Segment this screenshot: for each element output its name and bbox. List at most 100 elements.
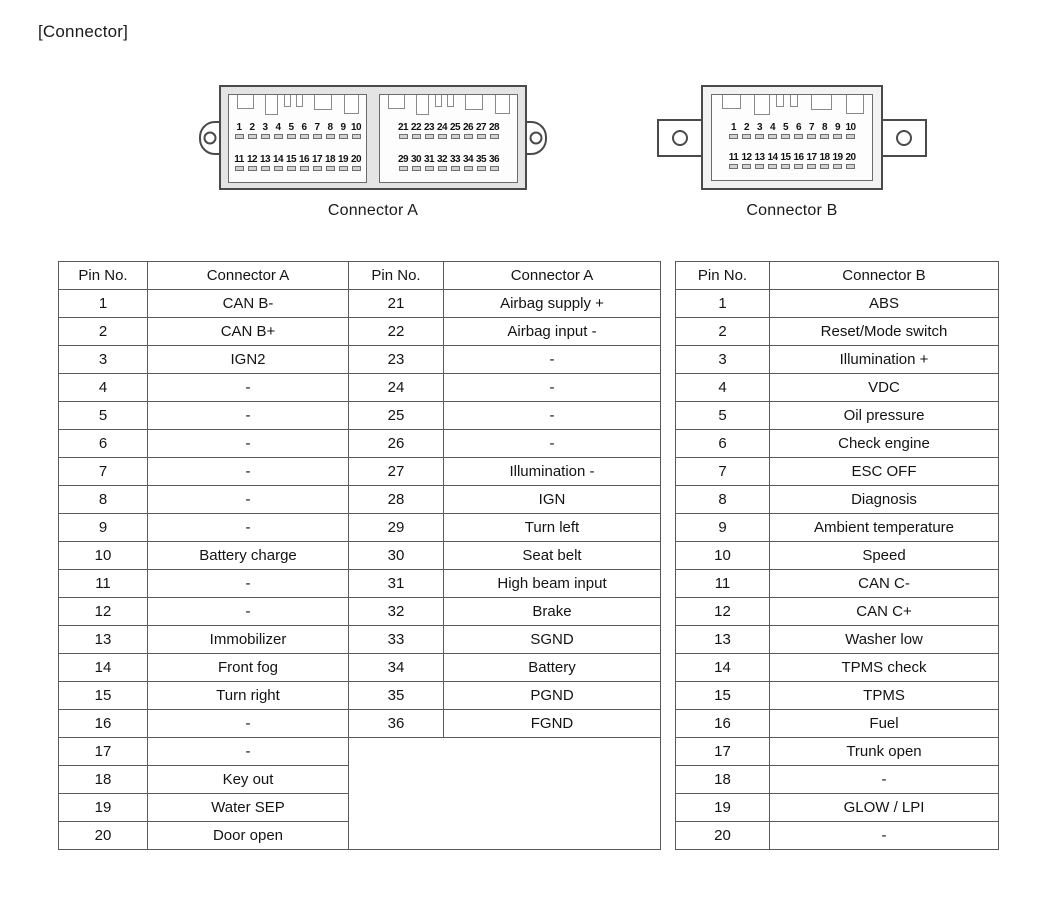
pin-number-label: 21	[397, 122, 409, 134]
pin-terminal-slot	[234, 165, 244, 171]
cell-pin-number: 4	[675, 373, 770, 402]
table-row: 6-26-	[58, 429, 661, 458]
cell-signal-name: Immobilizer	[147, 625, 349, 654]
cell-pin-number: 30	[348, 541, 444, 570]
pin-number-label: 28	[488, 122, 500, 134]
pin-cell: 14	[272, 154, 285, 171]
pin-number-label: 1	[730, 121, 737, 133]
pin-cell: 32	[436, 154, 449, 171]
cell-pin-number: 13	[675, 625, 770, 654]
pin-terminal-slot	[755, 133, 764, 139]
cell-signal-name: Front fog	[147, 653, 349, 682]
cell-signal-name: -	[147, 737, 349, 766]
cell-pin-number: 5	[58, 401, 148, 430]
housing-notch-icon	[776, 95, 784, 107]
cell-signal-name: IGN	[443, 485, 661, 514]
pin-number-label: 34	[462, 153, 474, 165]
pin-terminal-slot	[247, 165, 257, 171]
pin-cell: 24	[436, 122, 449, 140]
cell-signal-name: -	[443, 373, 661, 402]
cell-pin-number: 35	[348, 681, 444, 710]
housing-notch-icon	[464, 95, 483, 110]
pin-cell: 4	[766, 122, 779, 139]
cell-signal-name: CAN C+	[769, 597, 999, 626]
cell-signal-name: Reset/Mode switch	[769, 317, 999, 346]
pin-number-label: 17	[806, 152, 817, 164]
pin-number-label: 31	[423, 153, 435, 165]
pin-terminal-slot	[807, 133, 816, 139]
cell-pin-number: 10	[675, 541, 770, 570]
pin-number-label: 11	[728, 152, 739, 164]
pin-number-label: 4	[769, 121, 776, 133]
cell-pin-number: 12	[675, 597, 770, 626]
cell-signal-name: Illumination +	[769, 345, 999, 374]
pin-number-label: 36	[488, 153, 500, 165]
pin-cell: 14	[766, 152, 779, 170]
table-a-header: Pin No. Connector A Pin No. Connector A	[58, 261, 661, 290]
pin-terminal-slot	[437, 165, 447, 171]
pin-number-label: 12	[246, 153, 258, 165]
cell-signal-name: -	[443, 429, 661, 458]
cell-pin-number: 13	[58, 625, 148, 654]
pin-terminal-slot	[833, 133, 842, 139]
pin-cell: 5	[285, 122, 298, 140]
cell-signal-name: Key out	[147, 765, 349, 794]
housing-notch-icon	[753, 95, 770, 115]
cell-signal-name: -	[443, 345, 661, 374]
mounting-tab-right-icon	[881, 118, 927, 157]
cell-signal-name: ESC OFF	[769, 457, 999, 486]
pin-cell: 1	[233, 122, 246, 140]
pin-terminal-slot	[411, 134, 421, 140]
pin-terminal-slot	[325, 134, 335, 140]
pin-cell: 3	[753, 122, 766, 139]
cell-pin-number: 34	[348, 653, 444, 682]
table-row: 20-	[675, 821, 999, 850]
pin-number-label: 4	[275, 122, 281, 134]
cell-pin-number: 32	[348, 597, 444, 626]
pin-number-label: 7	[808, 121, 815, 133]
cell-pin-number: 17	[58, 737, 148, 766]
pin-number-label: 20	[845, 152, 856, 164]
pin-cell: 11	[233, 154, 246, 171]
pin-cell: 12	[246, 154, 259, 171]
housing-notch-icon	[388, 95, 405, 109]
pin-cell: 5	[779, 122, 792, 139]
table-b-header: Pin No. Connector B	[675, 261, 999, 290]
pin-cell: 25	[449, 122, 462, 140]
cell-signal-name: VDC	[769, 373, 999, 402]
cell-pin-number: 5	[675, 401, 770, 430]
pin-cell: 34	[462, 154, 475, 171]
table-row: 5-25-	[58, 401, 661, 430]
housing-notch-icon	[811, 95, 832, 110]
pin-terminal-slot	[489, 134, 499, 140]
cell-pin-number: 15	[675, 681, 770, 710]
cell-signal-name: Water SEP	[147, 793, 349, 822]
cell-signal-name: Battery charge	[147, 541, 349, 570]
cell-pin-number: 11	[58, 569, 148, 598]
cell-pin-number: 9	[675, 513, 770, 542]
housing-notch-icon	[495, 95, 511, 114]
cell-pin-number: 19	[58, 793, 148, 822]
pin-number-label: 15	[285, 153, 297, 165]
housing-notch-icon	[415, 95, 430, 115]
housing-notch-icon	[313, 95, 332, 110]
table-row: 4-24-	[58, 373, 661, 402]
cell-pin-number: 4	[58, 373, 148, 402]
pin-number-label: 6	[795, 121, 802, 133]
